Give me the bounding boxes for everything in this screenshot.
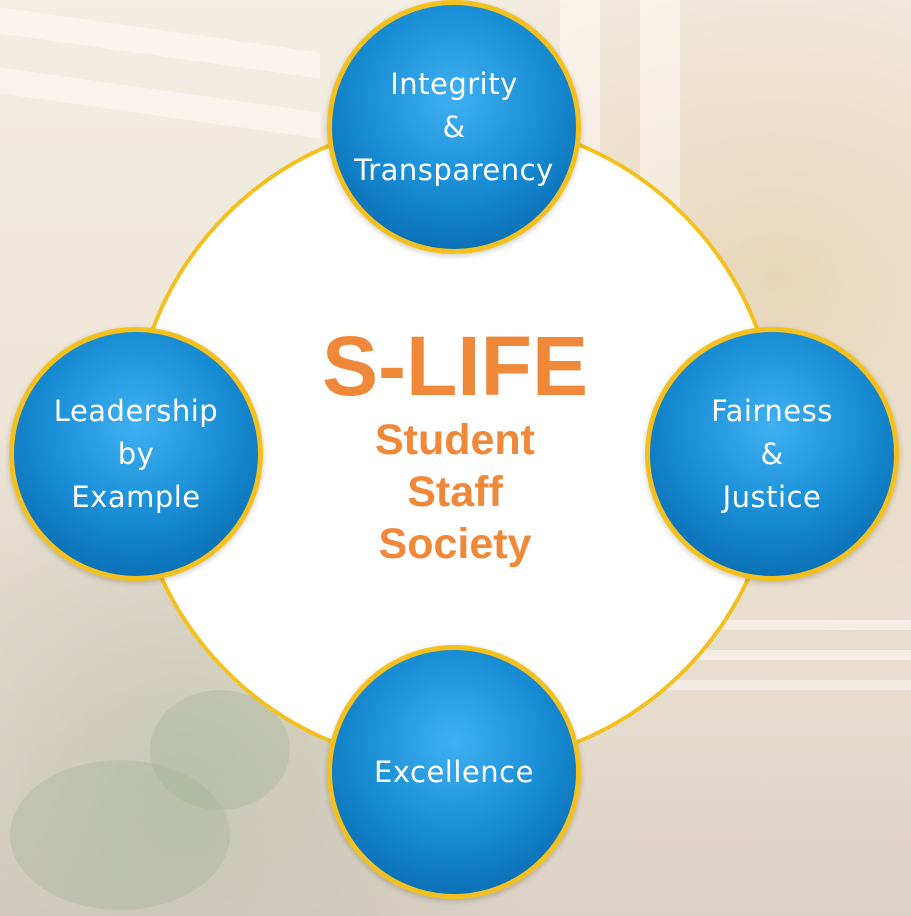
center-line-society: Society: [378, 520, 532, 568]
node-text: Leadership: [53, 393, 219, 428]
background-stair: [651, 620, 911, 630]
background-plant: [10, 760, 230, 910]
background-stair: [651, 650, 911, 660]
node-text: Excellence: [374, 754, 534, 789]
center-line-student: Student: [374, 416, 536, 464]
node-text: &: [442, 109, 466, 144]
node-text: Fairness: [711, 393, 833, 428]
value-node-fairness-justice: Fairness & Justice: [645, 327, 899, 581]
value-node-leadership: Leadership by Example: [9, 327, 263, 581]
center-line-staff: Staff: [407, 468, 503, 516]
node-text: Integrity: [390, 66, 518, 101]
node-text: by: [117, 436, 155, 471]
node-text: Transparency: [354, 152, 554, 187]
node-text: Justice: [722, 479, 822, 514]
background-stair: [651, 680, 911, 690]
center-title: S-LIFE: [322, 319, 588, 413]
node-text: &: [760, 436, 784, 471]
node-text: Example: [71, 479, 201, 514]
value-node-excellence: Excellence: [327, 645, 581, 899]
center-label: S-LIFE Student Staff Society: [255, 318, 655, 570]
background-plant: [150, 690, 290, 810]
value-node-integrity-transparency: Integrity & Transparency: [327, 0, 581, 254]
